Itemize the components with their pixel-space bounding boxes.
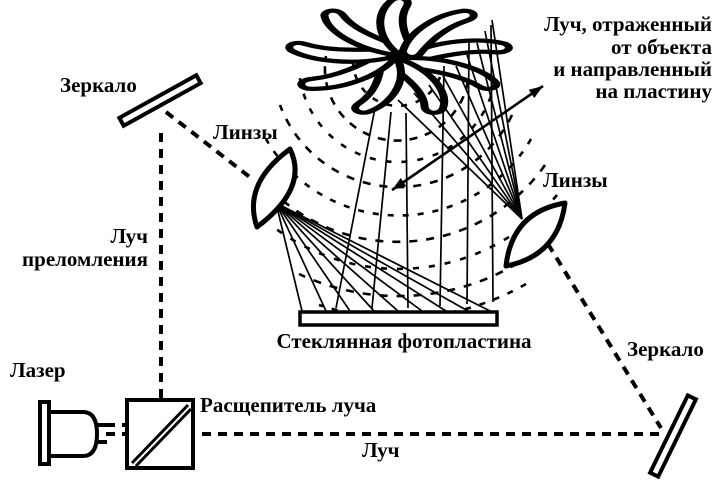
label-object-beam-line3: и направленный: [553, 57, 712, 81]
beam-paths: [106, 110, 663, 436]
mirror-top-left: [116, 72, 204, 129]
beam-mirror-to-left-lens: [164, 110, 253, 180]
label-beam: Луч: [362, 438, 400, 462]
laser-device: [38, 400, 107, 466]
object-to-lens-rays: [397, 19, 523, 220]
label-mirror-bottom-right: Зеркало: [627, 337, 704, 361]
label-lenses-left: Линзы: [213, 120, 278, 144]
label-object-beam-line2: от объекта: [611, 35, 713, 59]
label-photo-plate: Стеклянная фотопластина: [276, 329, 532, 353]
caption-leader-arrow: [391, 84, 544, 192]
left-lens: [251, 146, 298, 230]
label-beam-splitter: Расщепитель луча: [200, 393, 377, 417]
beam-right-lens-to-mirror: [546, 242, 663, 430]
object-flower: [285, 0, 513, 115]
object-center: [390, 52, 408, 62]
mirror-bottom-right: [647, 392, 699, 480]
reference-ray-fan: [275, 202, 491, 312]
label-laser: Лазер: [10, 358, 66, 382]
beam-splitter: [125, 398, 195, 470]
label-object-beam-line4: на пластину: [595, 79, 712, 103]
right-lens: [503, 200, 568, 269]
label-mirror-top-left: Зеркало: [60, 73, 137, 97]
laser-body: [47, 410, 100, 458]
label-object-beam-line1: Луч, отраженный: [544, 12, 712, 36]
label-refraction-beam-line2: преломления: [22, 247, 148, 271]
label-refraction-beam-line1: Луч: [111, 224, 149, 248]
label-lenses-right: Линзы: [543, 168, 608, 192]
photo-plate: [298, 310, 499, 327]
